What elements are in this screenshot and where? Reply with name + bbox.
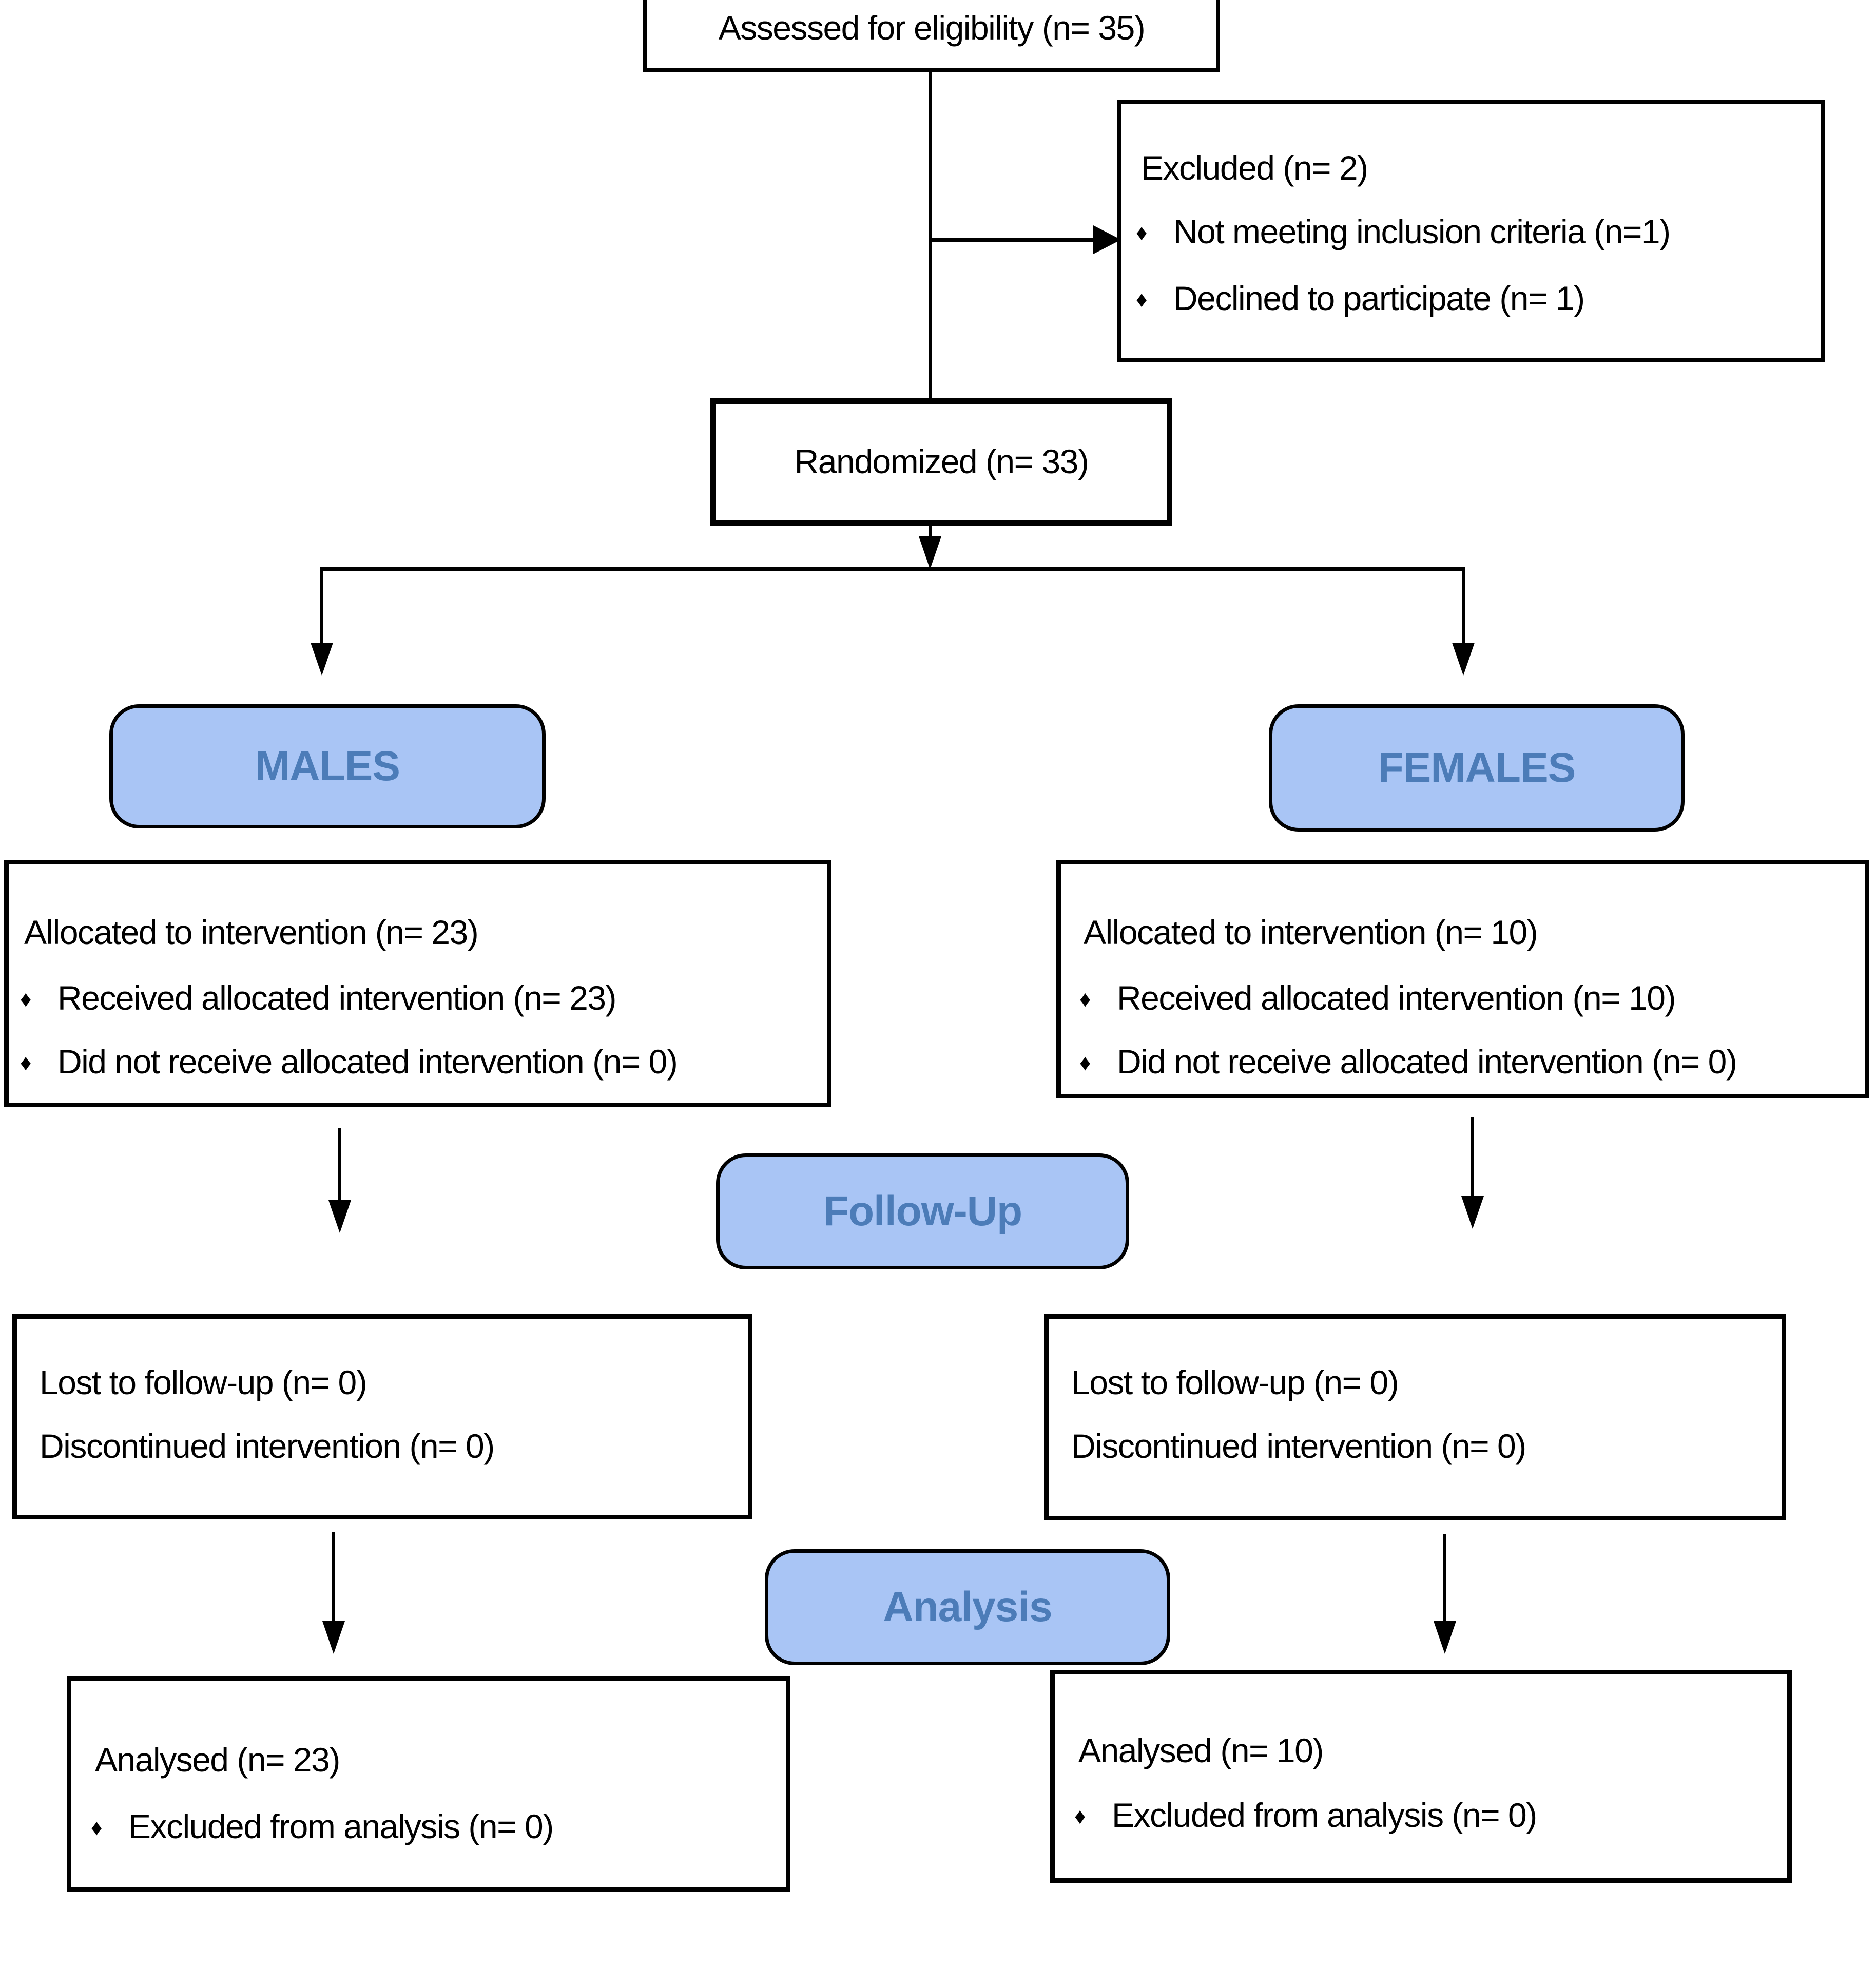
females-label: FEMALES — [1378, 744, 1576, 791]
arrowhead-analysed-males-icon — [322, 1621, 345, 1654]
analysed-females-title: Analysed (n= 10) — [1078, 1731, 1324, 1769]
allocation-bullet-item: ♦ Received allocated intervention (n= 10) — [1079, 979, 1676, 1017]
excluded-title: Excluded (n= 2) — [1141, 149, 1368, 187]
arrowhead-excluded-icon — [1093, 225, 1121, 254]
diamond-bullet-icon: ♦ — [1074, 1804, 1086, 1829]
males-stage-box: MALES — [109, 704, 546, 828]
excluded-bullet-item: ♦ Declined to participate (n= 1) — [1136, 279, 1585, 318]
allocation-bullet-text: Did not receive allocated intervention (… — [57, 1043, 678, 1081]
lost-followup-line: Lost to follow-up (n= 0) — [1071, 1363, 1399, 1401]
diamond-bullet-icon: ♦ — [1136, 220, 1147, 245]
allocation-bullet-text: Received allocated intervention (n= 10) — [1116, 979, 1676, 1017]
allocation-females-title: Allocated to intervention (n= 10) — [1084, 913, 1538, 951]
analysed-males-box: Analysed (n= 23) ♦ Excluded from analysis… — [67, 1676, 790, 1892]
branch-right-drop — [1462, 567, 1465, 648]
connector-excluded — [930, 238, 1098, 242]
branch-left-drop — [320, 567, 323, 648]
diamond-bullet-icon: ♦ — [20, 987, 31, 1012]
lost-followup-line: Lost to follow-up (n= 0) — [40, 1363, 368, 1401]
connector-randomized-branch — [929, 526, 932, 544]
arrowhead-females-icon — [1452, 643, 1475, 676]
analysed-bullet-item: ♦ Excluded from analysis (n= 0) — [91, 1807, 554, 1846]
lost-followup-females-box: Lost to follow-up (n= 0) Discontinued in… — [1044, 1314, 1786, 1520]
analysed-bullet-text: Excluded from analysis (n= 0) — [128, 1807, 554, 1845]
arrowhead-randomized-icon — [919, 536, 941, 569]
allocation-bullet-item: ♦ Received allocated intervention (n= 23) — [20, 979, 616, 1017]
arrowhead-followup-males-icon — [328, 1200, 351, 1233]
connector-followup-females — [1443, 1534, 1446, 1625]
males-label: MALES — [255, 743, 400, 789]
analysed-bullet-text: Excluded from analysis (n= 0) — [1111, 1796, 1537, 1834]
assessed-eligibility-box: Assessed for eligibility (n= 35) — [643, 0, 1220, 72]
arrowhead-analysed-females-icon — [1434, 1621, 1456, 1654]
analysis-label: Analysis — [883, 1584, 1052, 1630]
diamond-bullet-icon: ♦ — [1079, 987, 1091, 1012]
lost-followup-males-box: Lost to follow-up (n= 0) Discontinued in… — [12, 1314, 752, 1519]
excluded-bullet-text: Declined to participate (n= 1) — [1173, 279, 1585, 317]
followup-stage-box: Follow-Up — [716, 1153, 1129, 1269]
diamond-bullet-icon: ♦ — [1079, 1050, 1091, 1075]
connector-allocation-females — [1471, 1117, 1474, 1200]
diamond-bullet-icon: ♦ — [20, 1050, 31, 1075]
allocation-bullet-text: Received allocated intervention (n= 23) — [57, 979, 617, 1017]
followup-label: Follow-Up — [823, 1188, 1022, 1235]
allocation-bullet-item: ♦ Did not receive allocated intervention … — [20, 1043, 678, 1081]
allocation-males-title: Allocated to intervention (n= 23) — [24, 913, 479, 951]
allocation-bullet-item: ♦ Did not receive allocated intervention … — [1079, 1043, 1737, 1081]
allocation-females-box: Allocated to intervention (n= 10) ♦ Recei… — [1056, 860, 1869, 1098]
excluded-box: Excluded (n= 2) ♦ Not meeting inclusion c… — [1117, 100, 1825, 362]
allocation-bullet-text: Did not receive allocated intervention (… — [1116, 1043, 1737, 1081]
diamond-bullet-icon: ♦ — [1136, 287, 1147, 312]
assessed-eligibility-text: Assessed for eligibility (n= 35) — [718, 9, 1146, 47]
excluded-bullet-text: Not meeting inclusion criteria (n=1) — [1173, 213, 1671, 250]
allocation-males-box: Allocated to intervention (n= 23) ♦ Recei… — [4, 860, 831, 1107]
connector-allocation-males — [338, 1128, 341, 1205]
arrowhead-males-icon — [311, 643, 333, 676]
females-stage-box: FEMALES — [1269, 704, 1685, 832]
randomized-box: Randomized (n= 33) — [710, 398, 1172, 526]
discontinued-line: Discontinued intervention (n= 0) — [1071, 1427, 1526, 1465]
discontinued-line: Discontinued intervention (n= 0) — [40, 1427, 495, 1465]
diamond-bullet-icon: ♦ — [91, 1815, 102, 1840]
branch-line — [320, 567, 1465, 571]
analysed-males-title: Analysed (n= 23) — [95, 1741, 340, 1779]
connector-followup-males — [332, 1532, 335, 1625]
analysed-females-box: Analysed (n= 10) ♦ Excluded from analysis… — [1050, 1670, 1792, 1883]
arrowhead-followup-females-icon — [1461, 1196, 1484, 1229]
excluded-bullet-item: ♦ Not meeting inclusion criteria (n=1) — [1136, 213, 1671, 251]
randomized-text: Randomized (n= 33) — [794, 442, 1089, 481]
analysis-stage-box: Analysis — [765, 1549, 1170, 1665]
analysed-bullet-item: ♦ Excluded from analysis (n= 0) — [1074, 1796, 1537, 1835]
connector-assessed-randomized — [929, 72, 932, 398]
